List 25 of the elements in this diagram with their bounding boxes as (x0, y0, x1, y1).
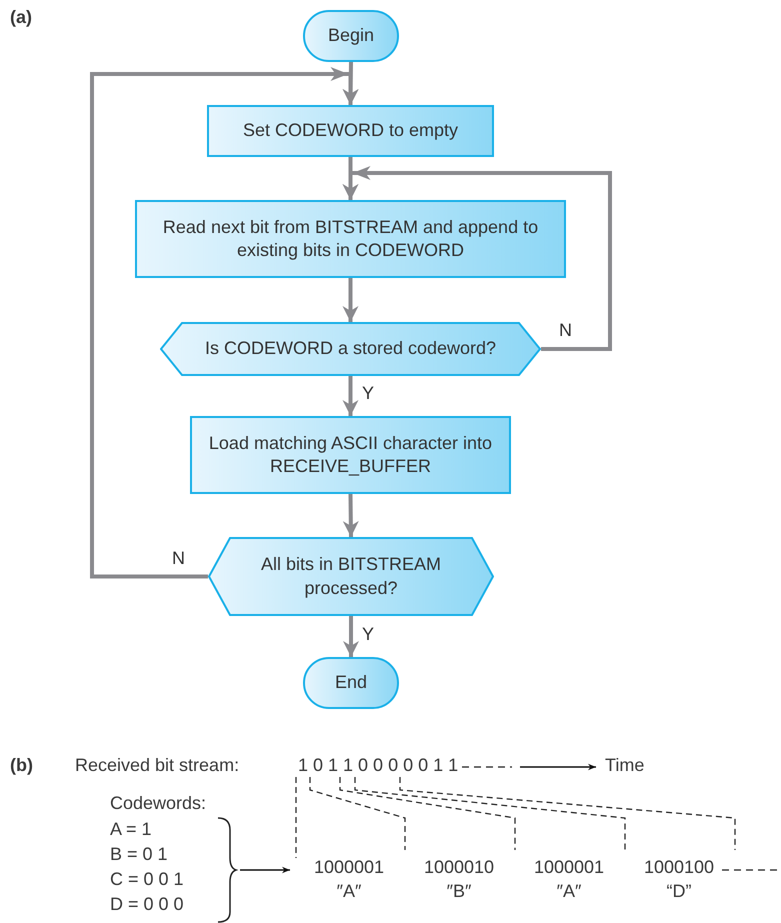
terminal-box: Begin (303, 10, 399, 62)
decoded-character: ″A″ (336, 882, 362, 902)
ascii-code: 1000100 (644, 858, 714, 878)
process-box: Load matching ASCII character into RECEIVE_BUFFER (190, 416, 511, 494)
decoded-character: ″B″ (446, 882, 472, 902)
decoded-character: “D” (666, 882, 692, 902)
label-text: Received bit stream: (75, 756, 240, 776)
process-box: Read next bit from BITSTREAM and append to existing bits in CODEWORD (135, 200, 566, 278)
panel-label: (b) (10, 756, 33, 776)
label-text: Codewords: (110, 794, 206, 814)
ascii-code: 1000001 (314, 858, 384, 878)
label-text: A = 1 (110, 820, 152, 840)
ascii-code: 1000010 (424, 858, 494, 878)
label-text: Time (605, 756, 644, 776)
decision-hexagon: Is CODEWORD a stored codeword? (160, 322, 541, 376)
label-text: C = 0 0 1 (110, 870, 184, 890)
bit-stream: 1 0 1 1 0 0 0 0 0 1 1 (298, 756, 458, 776)
decoded-character: ″A″ (556, 882, 582, 902)
process-box: Set CODEWORD to empty (207, 105, 494, 157)
panel-label: (a) (10, 8, 32, 28)
label-text: D = 0 0 0 (110, 895, 184, 915)
terminal-box: End (303, 657, 399, 709)
label-text: B = 0 1 (110, 845, 168, 865)
ascii-code: 1000001 (534, 858, 604, 878)
decision-hexagon: All bits in BITSTREAM processed? (208, 537, 494, 616)
